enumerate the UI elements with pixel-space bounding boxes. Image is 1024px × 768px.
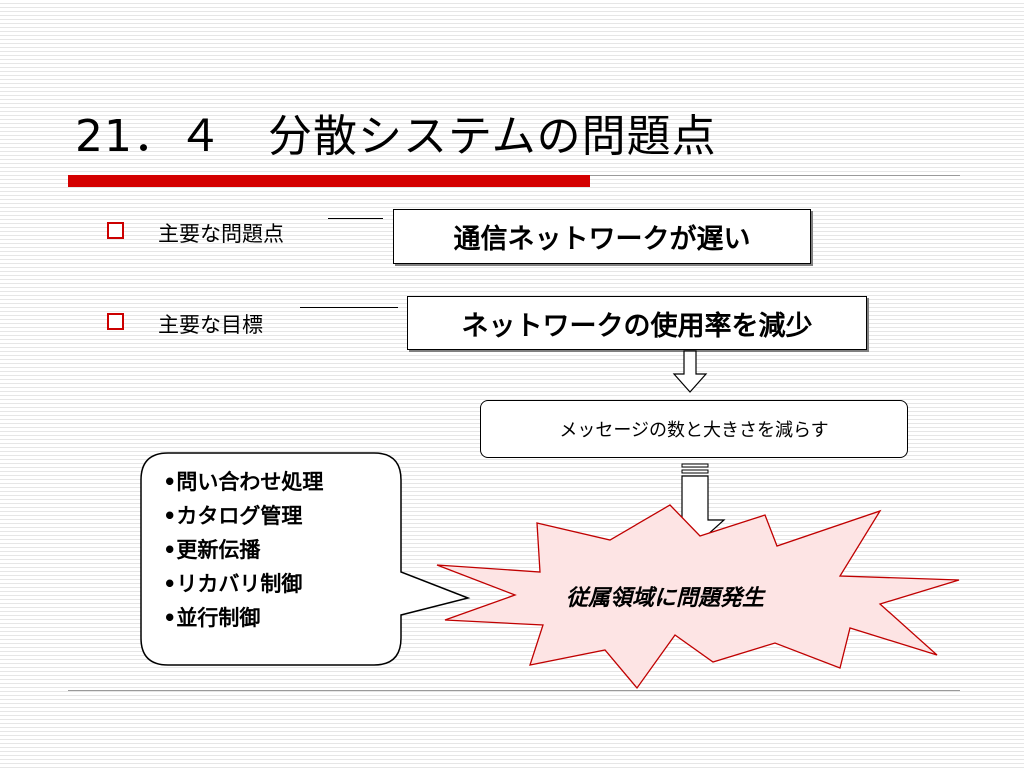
speech-bubble [140,452,471,666]
list-item: •リカバリ制御 [163,572,303,596]
explosion-burst-shape [436,504,960,690]
problem-box: 通信ネットワークが遅い [393,209,811,264]
list-item: •カタログ管理 [163,504,303,528]
topics-list: •問い合わせ処理 •カタログ管理 •更新伝播 •リカバリ制御 •並行制御 [163,465,323,635]
page-title: 21．４ 分散システムの問題点 [75,111,717,162]
title-divider [590,175,960,176]
goal-box: ネットワークの使用率を減少 [407,296,867,350]
bullet-square-icon [107,313,124,330]
title-accent-bar [68,175,590,187]
burst-label: 従属領域に問題発生 [566,586,765,611]
list-item: •並行制御 [163,606,261,630]
connector-line [328,218,383,219]
bullet-label-problem: 主要な問題点 [158,222,284,246]
connector-line [300,307,398,308]
bullet-square-icon [107,222,124,239]
bullet-label-goal: 主要な目標 [158,313,263,337]
reduce-messages-box: メッセージの数と大きさを減らす [480,400,908,458]
list-item: •問い合わせ処理 [163,470,324,494]
footer-divider [68,690,960,691]
down-arrow-icon [672,350,708,393]
list-item: •更新伝播 [163,538,261,562]
